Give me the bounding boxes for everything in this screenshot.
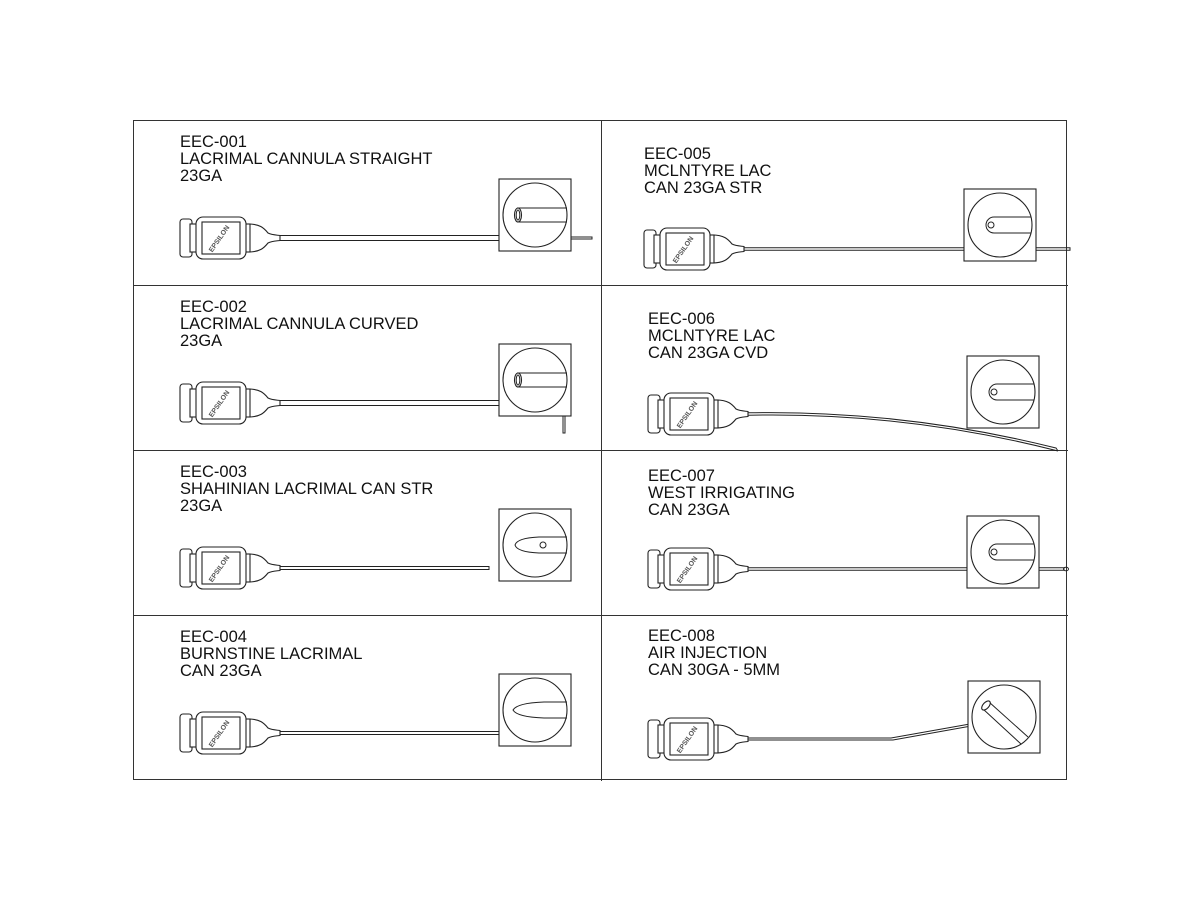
cannula-needle xyxy=(747,412,1059,452)
cannula-hub: EPSILON xyxy=(647,547,749,591)
product-description-line: LACRIMAL CANNULA STRAIGHT xyxy=(180,150,433,168)
tip-end-view xyxy=(498,673,572,747)
cannula-drawing: EPSILON xyxy=(179,178,593,260)
tip-end-view xyxy=(966,515,1040,589)
product-code: EEC-004 xyxy=(180,628,247,646)
product-description-line: SHAHINIAN LACRIMAL CAN STR xyxy=(180,480,434,498)
product-description-line: AIR INJECTION xyxy=(648,644,768,662)
cannula-needle xyxy=(280,566,490,570)
tip-end-view xyxy=(498,508,572,582)
cannula-drawing: EPSILON xyxy=(179,508,572,590)
cannula-drawing: EPSILON xyxy=(643,188,1071,271)
product-description-line: CAN 23GA STR xyxy=(644,179,763,197)
cannula-hub: EPSILON xyxy=(647,717,749,761)
product-description-line: CAN 23GA CVD xyxy=(648,344,769,362)
tip-end-view xyxy=(966,355,1040,429)
cannula-hub: EPSILON xyxy=(643,227,745,271)
product-description-line: MCLNTYRE LAC xyxy=(644,162,772,180)
product-description-line: 23GA xyxy=(180,167,223,185)
cannula-hub: EPSILON xyxy=(179,546,281,590)
product-description-line: 23GA xyxy=(180,497,223,515)
tip-end-view xyxy=(498,343,572,417)
cannula-needle xyxy=(748,566,1069,572)
cannula-needle xyxy=(744,247,1071,251)
product-description-line: MCLNTYRE LAC xyxy=(648,327,776,345)
cannula-drawing: EPSILON xyxy=(647,680,1041,761)
product-code: EEC-006 xyxy=(648,310,715,328)
product-description-line: WEST IRRIGATING xyxy=(648,484,795,502)
tip-end-view xyxy=(498,178,572,252)
product-description-line: CAN 23GA xyxy=(180,662,262,680)
cannula-drawing: EPSILON xyxy=(647,515,1069,591)
cannula-hub: EPSILON xyxy=(647,392,749,436)
product-code: EEC-007 xyxy=(648,467,715,485)
product-code: EEC-008 xyxy=(648,627,715,645)
product-code: EEC-001 xyxy=(180,133,247,151)
cannula-hub: EPSILON xyxy=(179,216,281,260)
cannula-hub: EPSILON xyxy=(179,381,281,425)
cannula-drawing: EPSILON xyxy=(647,355,1059,452)
product-description-line: CAN 23GA xyxy=(648,501,730,519)
cannula-drawing: EPSILON xyxy=(179,343,572,434)
cannula-needle xyxy=(280,731,505,735)
tip-end-view xyxy=(967,680,1041,754)
product-description-line: LACRIMAL CANNULA CURVED xyxy=(180,315,419,333)
cannula-drawing: EPSILON xyxy=(179,673,572,755)
tip-end-view xyxy=(963,188,1037,262)
cannula-hub: EPSILON xyxy=(179,711,281,755)
product-code: EEC-003 xyxy=(180,463,247,481)
product-code: EEC-005 xyxy=(644,145,711,163)
product-description-line: CAN 30GA - 5MM xyxy=(648,661,781,679)
product-code: EEC-002 xyxy=(180,298,247,316)
product-description-line: BURNSTINE LACRIMAL xyxy=(180,645,363,663)
product-description-line: 23GA xyxy=(180,332,223,350)
